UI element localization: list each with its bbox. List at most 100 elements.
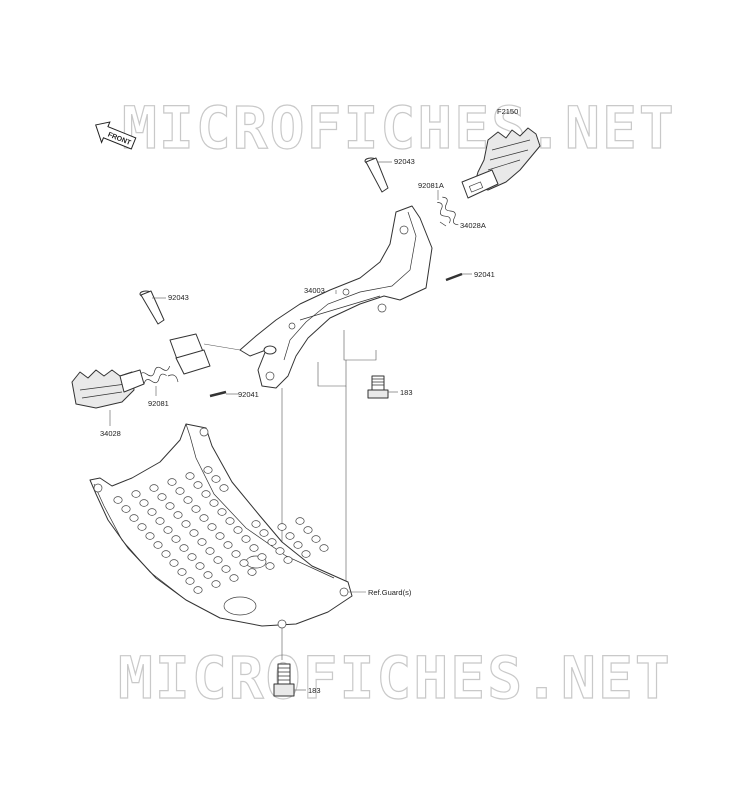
vent-hole <box>275 547 285 555</box>
vent-hole <box>283 556 293 564</box>
vent-hole <box>251 520 261 528</box>
vent-hole <box>179 544 189 552</box>
skid-plate <box>89 423 353 629</box>
vent-hole <box>233 526 243 534</box>
vent-hole <box>167 478 177 486</box>
vent-hole <box>231 550 241 558</box>
vent-hole <box>147 508 157 516</box>
vent-hole <box>161 550 171 558</box>
vent-hole <box>205 547 215 555</box>
callout-footpeg-left: 34028 <box>100 429 121 438</box>
vent-hole <box>155 517 165 525</box>
vent-hole <box>211 580 221 588</box>
vent-hole <box>129 514 139 522</box>
callout-pin-left: 92043 <box>168 293 189 302</box>
vent-hole <box>239 559 249 567</box>
callout-bolt-lower: 183 <box>308 686 321 695</box>
vent-hole <box>193 586 203 594</box>
callout-cotter-right: 92041 <box>474 270 495 279</box>
callout-cotter-left: 92041 <box>238 390 259 399</box>
vent-hole <box>163 526 173 534</box>
vent-hole <box>187 553 197 561</box>
figure-code: F2150 <box>497 107 518 116</box>
vent-hole <box>121 505 131 513</box>
vent-hole <box>173 511 183 519</box>
vent-hole <box>311 535 321 543</box>
vent-hole <box>219 484 229 492</box>
vent-hole <box>139 499 149 507</box>
vent-hole <box>169 559 179 567</box>
vent-hole <box>277 523 287 531</box>
vent-hole <box>207 523 217 531</box>
vent-hole <box>225 517 235 525</box>
cotter-left <box>209 390 238 398</box>
vent-hole <box>211 475 221 483</box>
vent-hole <box>171 535 181 543</box>
vent-hole <box>199 514 209 522</box>
clevis-left <box>169 333 241 375</box>
vent-hole <box>229 574 239 582</box>
main-bracket <box>239 205 433 389</box>
callout-ref-guard: Ref.Guard(s) <box>368 588 412 597</box>
vent-hole <box>191 505 201 513</box>
callout-pin-right: 92043 <box>394 157 415 166</box>
vent-hole <box>319 544 329 552</box>
skid-plate-vent-holes <box>113 466 329 594</box>
vent-hole <box>193 481 203 489</box>
watermark-top: MICROFICHES.NET <box>122 94 676 162</box>
vent-hole <box>145 532 155 540</box>
vent-hole <box>195 562 205 570</box>
spring-left <box>139 365 179 396</box>
vent-hole <box>213 556 223 564</box>
vent-hole <box>153 541 163 549</box>
vent-hole <box>217 508 227 516</box>
vent-hole <box>189 529 199 537</box>
callout-footpeg-right: 34028A <box>460 221 486 230</box>
pin-left <box>139 290 166 325</box>
vent-hole <box>185 577 195 585</box>
vent-hole <box>131 490 141 498</box>
vent-hole <box>249 544 259 552</box>
vent-hole <box>165 502 175 510</box>
vent-hole <box>149 484 159 492</box>
vent-hole <box>303 526 313 534</box>
vent-hole <box>113 496 123 504</box>
vent-hole <box>221 565 231 573</box>
bolt-upper <box>367 375 398 399</box>
vent-hole <box>181 520 191 528</box>
vent-hole <box>177 568 187 576</box>
vent-hole <box>175 487 185 495</box>
vent-hole <box>185 472 195 480</box>
spring-right <box>437 190 459 227</box>
vent-hole <box>293 541 303 549</box>
vent-hole <box>259 529 269 537</box>
vent-hole <box>203 571 213 579</box>
vent-hole <box>223 541 233 549</box>
vent-hole <box>241 535 251 543</box>
vent-hole <box>183 496 193 504</box>
vent-hole <box>157 493 167 501</box>
vent-hole <box>301 550 311 558</box>
footpeg-right <box>461 127 541 199</box>
vent-hole <box>137 523 147 531</box>
vent-hole <box>209 499 219 507</box>
vent-hole <box>285 532 295 540</box>
callout-spring-left: 92081 <box>148 399 169 408</box>
pin-right <box>364 157 392 193</box>
vent-hole <box>267 538 277 546</box>
vent-hole <box>203 466 213 474</box>
vent-hole <box>247 568 257 576</box>
footpeg-left <box>71 369 145 426</box>
vent-hole <box>197 538 207 546</box>
vent-hole <box>257 553 267 561</box>
callout-spring-right: 92081A <box>418 181 444 190</box>
vent-hole <box>295 517 305 525</box>
bolt-lower <box>273 663 306 697</box>
callout-bolt-upper: 183 <box>400 388 413 397</box>
watermark-bottom: MICROFICHES.NET <box>118 644 672 712</box>
vent-hole <box>215 532 225 540</box>
callout-bracket: 34003 <box>304 286 325 295</box>
vent-hole <box>265 562 275 570</box>
